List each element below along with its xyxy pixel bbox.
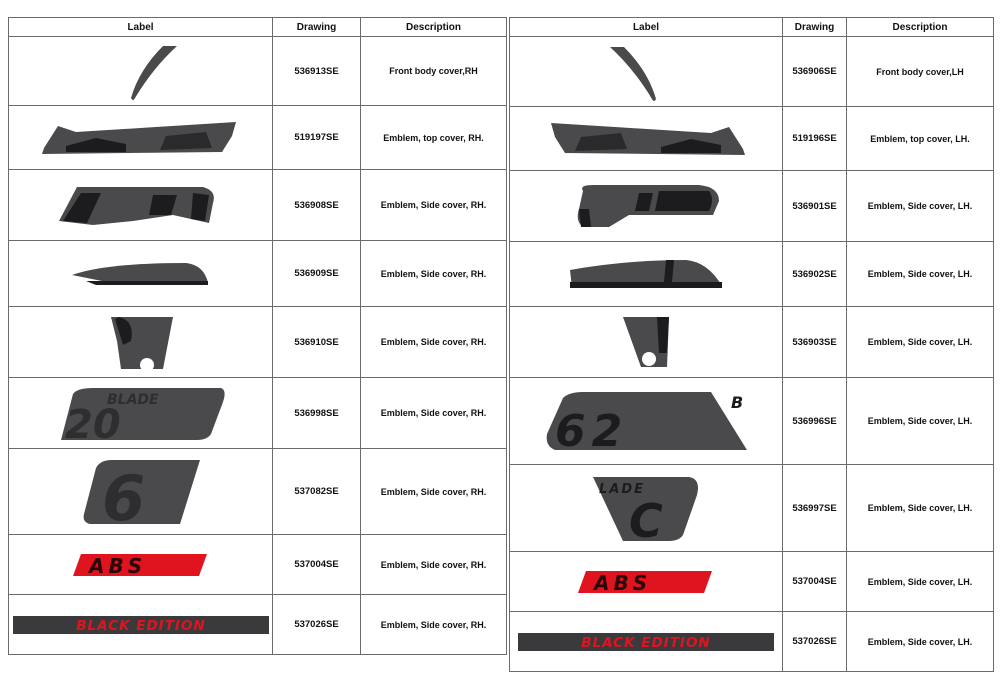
drawing-number: 536903SE xyxy=(782,306,847,378)
drawing-number: 536908SE xyxy=(272,169,361,241)
description-cell: Emblem, Side cover, LH. xyxy=(846,306,994,378)
decal-image-lade-c: LADE C xyxy=(509,464,783,552)
description-cell: Emblem, top cover, RH. xyxy=(360,105,507,170)
svg-text:6: 6 xyxy=(102,462,145,528)
description-cell: Emblem, Side cover, RH. xyxy=(360,240,507,307)
table-row: LADE C 536997SE Emblem, Side cover, LH. xyxy=(509,464,994,552)
decal-image-cd xyxy=(8,169,273,241)
description-cell: Emblem, Side cover, RH. xyxy=(360,594,507,655)
svg-text:C: C xyxy=(629,494,663,543)
decal-image-cd xyxy=(509,170,783,242)
decal-image-blade-20: BLADE 20 xyxy=(8,377,273,449)
decal-image-tcr xyxy=(8,105,273,170)
description-cell: Emblem, Side cover, LH. xyxy=(846,241,994,307)
description-header: Description xyxy=(360,17,507,37)
drawing-number: 536996SE xyxy=(782,377,847,465)
drawing-number: 519197SE xyxy=(272,105,361,170)
drawing-number: 536906SE xyxy=(782,36,847,107)
svg-text:BLACK EDITION: BLACK EDITION xyxy=(581,635,710,651)
drawing-number: 536909SE xyxy=(272,240,361,307)
drawing-number: 519196SE xyxy=(782,106,847,171)
decal-image-slash xyxy=(509,36,783,107)
decal-image-black-edition: BLACK EDITION xyxy=(8,594,273,655)
table-row: 519197SE Emblem, top cover, RH. xyxy=(8,105,507,170)
description-cell: Emblem, Side cover, LH. xyxy=(846,611,994,672)
svg-text:ABS: ABS xyxy=(87,554,146,578)
decal-image-notch xyxy=(509,306,783,378)
drawing-number: 537082SE xyxy=(272,448,361,535)
description-cell: Emblem, Side cover, RH. xyxy=(360,306,507,378)
table-row: 536913SE Front body cover,RH xyxy=(8,36,507,106)
table-row: 536901SE Emblem, Side cover, LH. xyxy=(509,170,994,242)
label-header: Label xyxy=(8,17,273,37)
left-parts-table: Label Drawing Description 536913SE Front… xyxy=(8,17,507,655)
drawing-number: 537004SE xyxy=(272,534,361,595)
drawing-number: 536910SE xyxy=(272,306,361,378)
drawing-number: 536998SE xyxy=(272,377,361,449)
decal-image-slash xyxy=(8,36,273,106)
table-row: B 62 536996SE Emblem, Side cover, LH. xyxy=(509,377,994,465)
svg-text:62: 62 xyxy=(555,406,628,454)
table-row: BLACK EDITION 537026SE Emblem, Side cove… xyxy=(509,611,994,672)
decal-image-wedge xyxy=(509,241,783,307)
description-cell: Emblem, Side cover, RH. xyxy=(360,169,507,241)
svg-text:20: 20 xyxy=(65,402,121,442)
table-row: BLADE 20 536998SE Emblem, Side cover, RH… xyxy=(8,377,507,449)
description-cell: Emblem, Side cover, RH. xyxy=(360,448,507,535)
svg-text:BLACK EDITION: BLACK EDITION xyxy=(76,618,205,634)
description-header: Description xyxy=(846,17,994,37)
decal-image-black-edition: BLACK EDITION xyxy=(509,611,783,672)
decal-image-six: 6 xyxy=(8,448,273,535)
table-row: ABS 537004SE Emblem, Side cover, LH. xyxy=(509,551,994,612)
drawing-number: 536902SE xyxy=(782,241,847,307)
drawing-number: 537026SE xyxy=(782,611,847,672)
table-row: 536906SE Front body cover,LH xyxy=(509,36,994,107)
drawing-header: Drawing xyxy=(782,17,847,37)
description-cell: Emblem, Side cover, LH. xyxy=(846,464,994,552)
description-cell: Front body cover,RH xyxy=(360,36,507,106)
table-row: 536908SE Emblem, Side cover, RH. xyxy=(8,169,507,241)
drawing-number: 537026SE xyxy=(272,594,361,655)
decal-image-notch xyxy=(8,306,273,378)
description-cell: Emblem, Side cover, LH. xyxy=(846,377,994,465)
decal-image-wedge xyxy=(8,240,273,307)
description-cell: Emblem, Side cover, RH. xyxy=(360,377,507,449)
table-row: 519196SE Emblem, top cover, LH. xyxy=(509,106,994,171)
svg-text:BLADE: BLADE xyxy=(107,392,159,408)
drawing-number: 536913SE xyxy=(272,36,361,106)
table-row: 536902SE Emblem, Side cover, LH. xyxy=(509,241,994,307)
label-header: Label xyxy=(509,17,783,37)
table-row: 6 537082SE Emblem, Side cover, RH. xyxy=(8,448,507,535)
table-row: 536903SE Emblem, Side cover, LH. xyxy=(509,306,994,378)
description-cell: Emblem, Side cover, RH. xyxy=(360,534,507,595)
decal-image-abs: ABS xyxy=(8,534,273,595)
drawing-number: 536997SE xyxy=(782,464,847,552)
description-cell: Emblem, Side cover, LH. xyxy=(846,551,994,612)
right-parts-table: Label Drawing Description 536906SE Front… xyxy=(509,17,994,672)
decal-image-62: B 62 xyxy=(509,377,783,465)
decal-image-tcr xyxy=(509,106,783,171)
svg-text:LADE: LADE xyxy=(599,482,645,497)
description-cell: Emblem, top cover, LH. xyxy=(846,106,994,171)
svg-text:B: B xyxy=(731,393,743,412)
svg-text:ABS: ABS xyxy=(592,571,651,595)
left-header-row: Label Drawing Description xyxy=(8,17,507,37)
table-row: BLACK EDITION 537026SE Emblem, Side cove… xyxy=(8,594,507,655)
description-cell: Emblem, Side cover, LH. xyxy=(846,170,994,242)
drawing-header: Drawing xyxy=(272,17,361,37)
table-row: 536910SE Emblem, Side cover, RH. xyxy=(8,306,507,378)
right-header-row: Label Drawing Description xyxy=(509,17,994,37)
decal-image-abs: ABS xyxy=(509,551,783,612)
description-cell: Front body cover,LH xyxy=(846,36,994,107)
drawing-number: 536901SE xyxy=(782,170,847,242)
drawing-number: 537004SE xyxy=(782,551,847,612)
table-row: ABS 537004SE Emblem, Side cover, RH. xyxy=(8,534,507,595)
table-row: 536909SE Emblem, Side cover, RH. xyxy=(8,240,507,307)
